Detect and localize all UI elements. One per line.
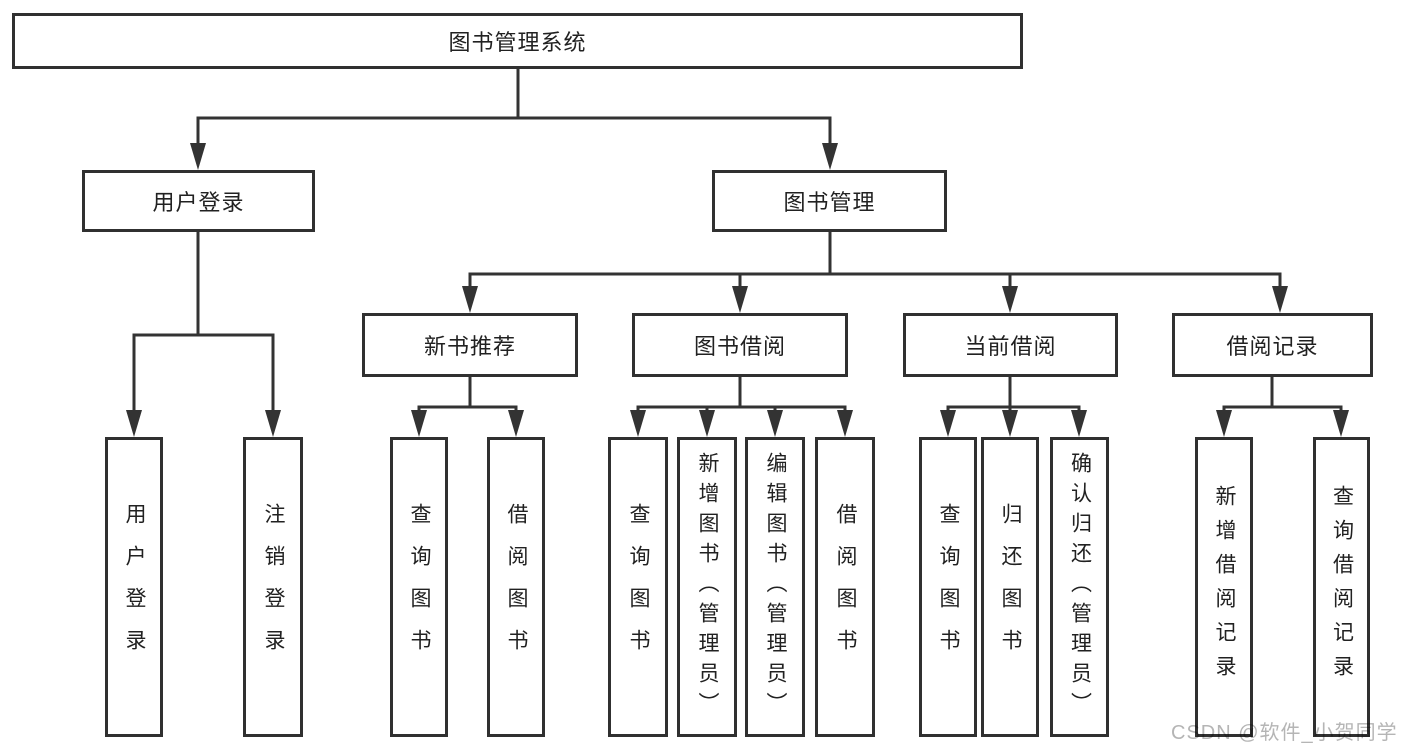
- node-book-borrowing: 图书借阅: [632, 313, 848, 377]
- leaf-cb-return-books: 归还图书: [981, 437, 1039, 737]
- leaf-user-login: 用户登录: [105, 437, 163, 737]
- node-user-login: 用户登录: [82, 170, 315, 232]
- leaf-nb-query-books: 查询图书: [390, 437, 448, 737]
- leaf-bb-query-books: 查询图书: [608, 437, 668, 737]
- leaf-cb-query-books: 查询图书: [919, 437, 977, 737]
- node-new-book-recommendation: 新书推荐: [362, 313, 578, 377]
- leaf-bb-borrow-books: 借阅图书: [815, 437, 875, 737]
- leaf-br-add-record: 新增借阅记录: [1195, 437, 1253, 737]
- node-root: 图书管理系统: [12, 13, 1023, 69]
- leaf-logout: 注销登录: [243, 437, 303, 737]
- node-current-borrowing: 当前借阅: [903, 313, 1118, 377]
- node-book-management: 图书管理: [712, 170, 947, 232]
- leaf-bb-edit-books-admin: 编辑图书（管理员）: [745, 437, 805, 737]
- leaf-bb-add-books-admin: 新增图书（管理员）: [677, 437, 737, 737]
- csdn-watermark: CSDN @软件_小贺同学: [1171, 722, 1398, 744]
- leaf-cb-confirm-return-admin: 确认归还（管理员）: [1050, 437, 1109, 737]
- node-borrowing-records: 借阅记录: [1172, 313, 1373, 377]
- leaf-nb-borrow-books: 借阅图书: [487, 437, 545, 737]
- leaf-br-query-record: 查询借阅记录: [1313, 437, 1370, 737]
